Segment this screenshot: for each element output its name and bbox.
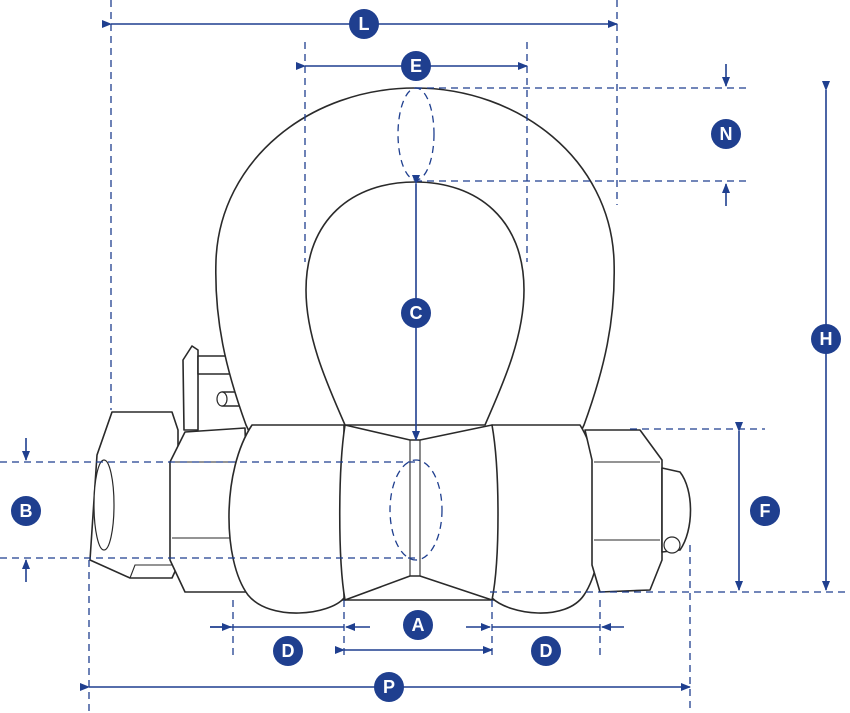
svg-text:C: C — [410, 303, 423, 323]
label-D-right: D — [531, 636, 561, 666]
label-E: E — [401, 51, 431, 81]
svg-text:D: D — [282, 641, 295, 661]
label-P: P — [374, 672, 404, 702]
svg-text:P: P — [383, 677, 395, 697]
svg-text:B: B — [20, 501, 33, 521]
label-C: C — [401, 298, 431, 328]
right-eye-lobe — [491, 424, 603, 614]
svg-text:E: E — [410, 56, 422, 76]
svg-text:N: N — [720, 124, 733, 144]
shackle-drawing — [89, 87, 692, 614]
label-A: A — [403, 610, 433, 640]
label-N: N — [711, 119, 741, 149]
label-D-left: D — [273, 636, 303, 666]
svg-text:F: F — [760, 501, 771, 521]
left-eye-lobe — [228, 424, 345, 614]
right-nut — [584, 429, 692, 593]
svg-text:L: L — [359, 14, 370, 34]
left-nut — [89, 411, 179, 579]
label-B: B — [11, 496, 41, 526]
svg-text:H: H — [820, 329, 833, 349]
pin-body — [338, 424, 499, 601]
svg-text:D: D — [540, 641, 553, 661]
label-H: H — [811, 324, 841, 354]
label-F: F — [750, 496, 780, 526]
svg-text:A: A — [412, 615, 425, 635]
label-L: L — [349, 9, 379, 39]
